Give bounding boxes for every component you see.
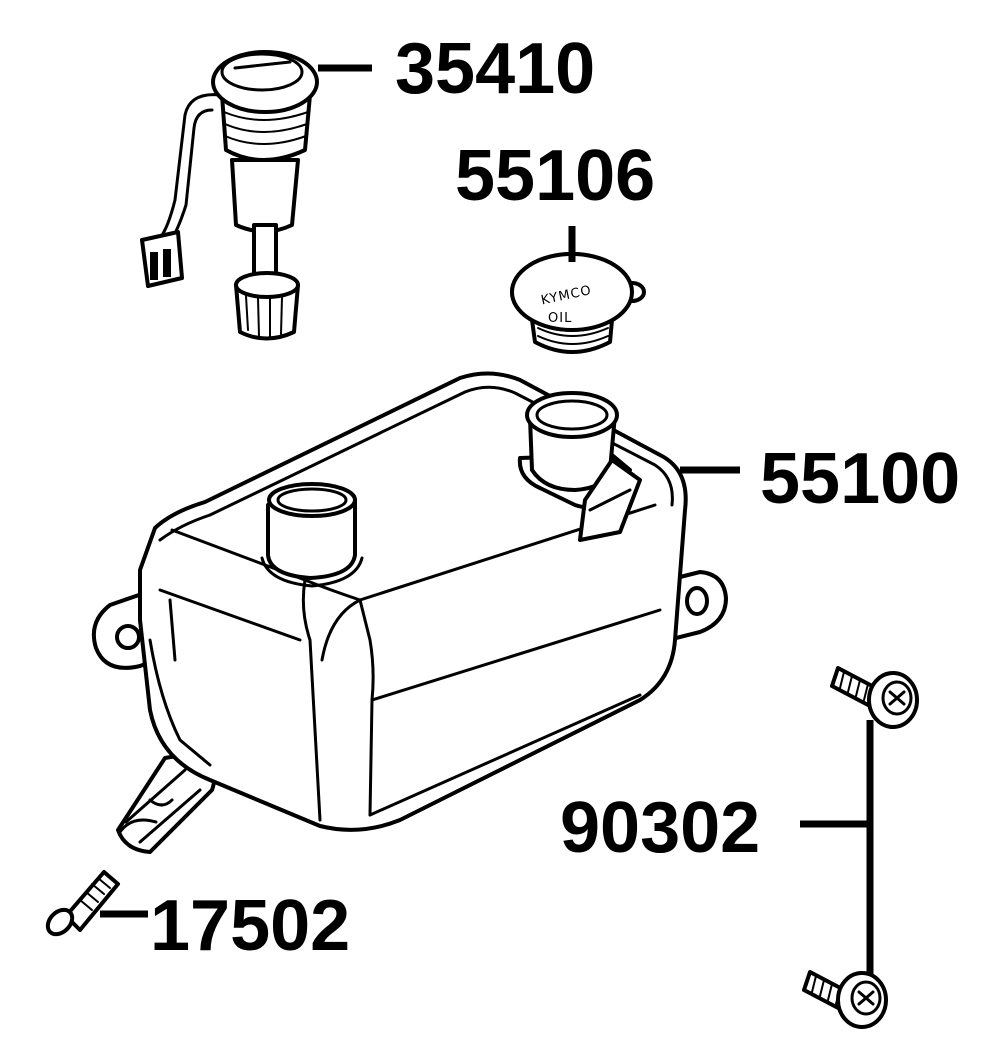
part-number-55100: 55100 xyxy=(760,439,960,519)
leader-lines xyxy=(100,64,874,975)
part-number-35410: 35410 xyxy=(395,29,595,109)
screw-upper xyxy=(830,666,919,729)
part-number-90302: 90302 xyxy=(560,788,760,868)
filler-cap: KYMCO OIL xyxy=(510,252,646,354)
part-number-17502: 17502 xyxy=(150,886,350,966)
bolt xyxy=(45,870,120,937)
part-number-55106: 55106 xyxy=(455,136,655,216)
level-sensor xyxy=(140,50,319,341)
cap-marking-text: OIL xyxy=(548,311,572,326)
oil-tank xyxy=(91,371,728,854)
screw-lower xyxy=(802,970,888,1029)
